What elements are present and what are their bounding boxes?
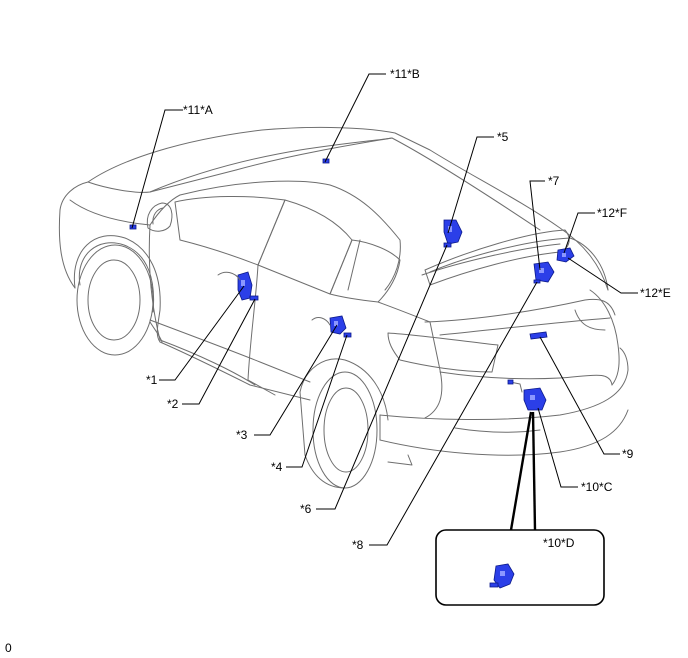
- callout-9: *9: [622, 447, 634, 461]
- part-5-back-door-lock-icon: [443, 219, 463, 245]
- callout-8: *8: [352, 538, 364, 552]
- callout-7: *7: [548, 174, 560, 188]
- inset-detail-box: [435, 529, 605, 606]
- part-10d-component-icon: [489, 563, 515, 589]
- callout-1: *1: [146, 373, 158, 387]
- leader-lines: [131, 73, 638, 573]
- callout-11a: *11*A: [183, 103, 213, 117]
- callout-6: *6: [300, 502, 312, 516]
- callout-12f: *12*F: [597, 206, 627, 220]
- part-3-rear-door-lock-icon: [311, 315, 347, 335]
- callout-labels: *11*A *11*B *5 *7 *12*F *12*E *1 *2 *3 *…: [5, 67, 671, 655]
- part-10c-component-icon: [507, 379, 547, 411]
- callout-10d: *10*D: [543, 536, 575, 550]
- part-7-back-door-module-icon: [533, 261, 555, 283]
- components: [129, 158, 575, 411]
- callout-11b: *11*B: [390, 67, 420, 81]
- part-2-connector-icon: [249, 295, 259, 301]
- part-6-connector-icon: [443, 242, 452, 248]
- part-1-front-door-lock-icon: [217, 271, 253, 301]
- callout-3: *3: [236, 428, 248, 442]
- callout-5: *5: [497, 130, 509, 144]
- callout-10c: *10*C: [581, 480, 613, 494]
- diagram-code: 0: [5, 641, 12, 655]
- callout-2: *2: [167, 397, 179, 411]
- part-9-opener-switch-icon: [529, 331, 548, 340]
- callout-4: *4: [271, 460, 283, 474]
- callout-12e: *12*E: [640, 286, 671, 300]
- part-4-connector-icon: [343, 332, 352, 338]
